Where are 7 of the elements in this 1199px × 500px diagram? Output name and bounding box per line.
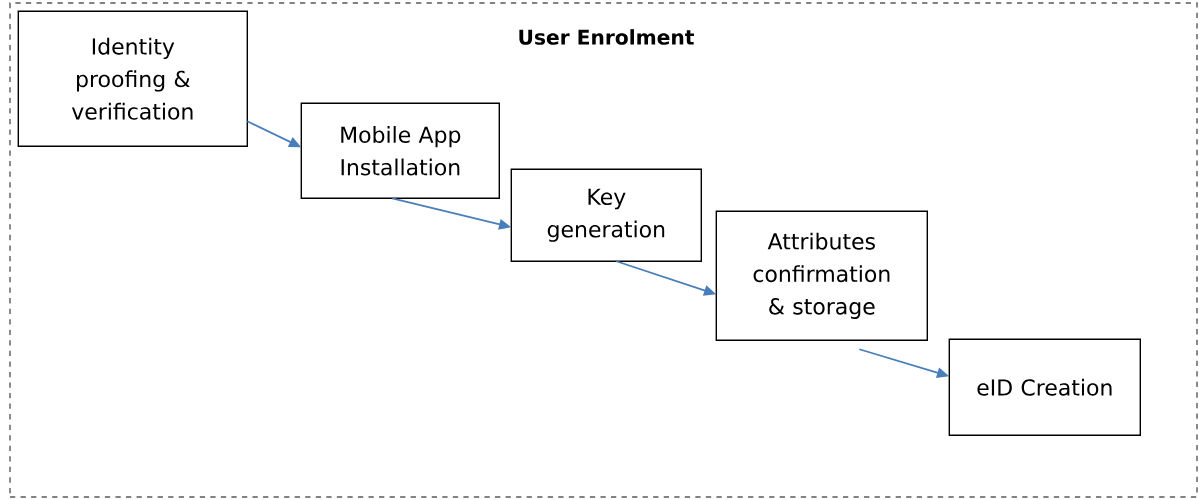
frame-title: User Enrolment [519, 29, 694, 45]
process-box: Mobile App Installation [300, 102, 500, 199]
dashed-frame [9, 2, 1198, 498]
process-box: Attributes confirmation & storage [715, 210, 928, 341]
process-box: Identity proofing & verification [17, 10, 248, 147]
process-box: Key generation [510, 168, 702, 262]
process-box: eID Creation [948, 338, 1141, 436]
